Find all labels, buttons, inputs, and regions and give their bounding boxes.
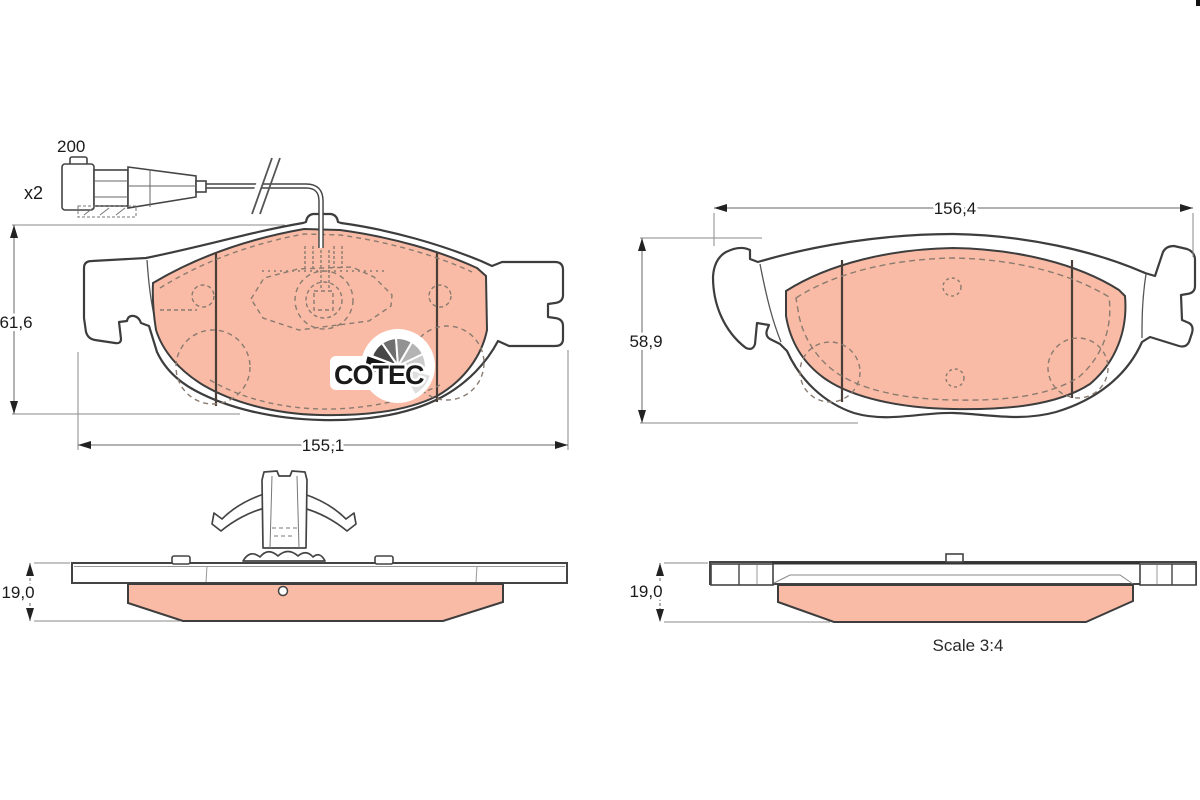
friction-hole [277,585,289,597]
plate-edge-line [1141,273,1147,339]
connector-hatch [77,205,137,218]
plate-chamfer-line [771,574,1134,585]
spring-inner-lines [269,475,300,549]
logo-text: COTEC [334,360,424,390]
side-view-left: 19,0 [0,470,568,622]
thickness-value: 19,0 [1,583,34,602]
friction-material [785,246,1127,411]
sensor-length-label: 200 [57,137,85,156]
spring-wing-right [302,493,357,532]
cotec-logo: COTEC [330,329,435,403]
plate-edge-line [759,263,782,343]
retainer-clip [171,555,191,565]
plate-lug-right [1139,563,1197,586]
spring-base [242,550,326,562]
thickness-value: 19,0 [629,582,662,601]
height-value: 61,6 [0,313,33,332]
scale-label: Scale 3:4 [933,636,1004,655]
sensor-wire-core [206,184,323,248]
spring-column [261,470,308,549]
wire-break-marks [245,156,281,216]
front-view-right: 156,4 58,9 [626,196,1197,424]
dim-front-right-height: 58,9 [626,237,858,424]
dim-front-right-width: 156,4 [713,196,1194,257]
stamped-details [795,257,1111,403]
height-value: 58,9 [629,332,662,351]
spring-wing-left [211,493,266,532]
corner-artifact [1196,0,1200,6]
connector-detail-lines [94,169,196,207]
friction-material-edge [127,583,504,622]
sensor-connector [61,156,207,211]
dim-front-left-width: 155,1 [77,350,569,458]
width-value: 155,1 [302,436,345,455]
plate-lug-left [710,563,774,586]
dim-side-right-thickness: 19,0 [626,562,830,623]
friction-material-edge [777,584,1134,623]
wear-sensor: 200 x2 [24,137,324,248]
friction-grooves [840,260,1074,402]
plate-bend-mark [205,565,208,583]
front-view-left: 200 x2 COTEC 61,6 [0,137,569,458]
side-view-right: 19,0 Scale 3:4 [626,553,1197,655]
retainer-clip [374,555,394,565]
stamped-details [159,233,485,410]
dim-front-left-height: 61,6 [0,225,240,415]
plate-bend-mark [475,565,478,583]
anti-rattle-spring [211,470,357,562]
width-value: 156,4 [934,199,977,218]
backing-plate-edge [709,561,1197,585]
dim-side-left-thickness: 19,0 [0,562,180,622]
plate-tab [945,553,964,563]
sensor-quantity-label: x2 [24,183,43,203]
logo-fan [363,336,433,397]
